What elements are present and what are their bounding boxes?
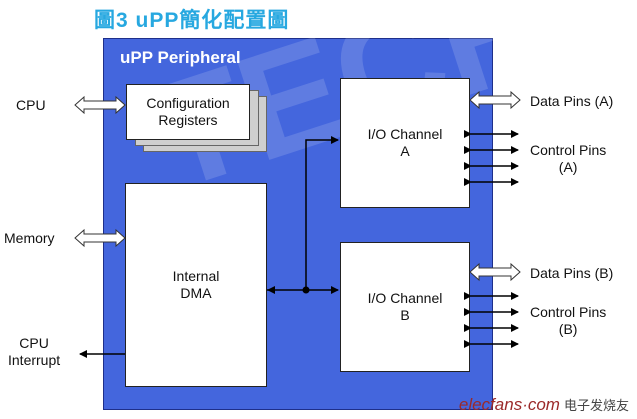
- internal-dma-block: Internal DMA: [125, 183, 267, 387]
- cpu-bidir-arrow: [74, 95, 126, 115]
- cpu-interrupt-label: CPU Interrupt: [8, 335, 61, 368]
- memory-bidir-arrow: [74, 228, 126, 248]
- data-pins-a-bidir-arrow: [469, 90, 521, 110]
- io-channel-a-label: I/O Channel A: [367, 126, 443, 159]
- bus-junction-dot: [302, 286, 310, 294]
- config-registers-block: Configuration Registers: [126, 84, 250, 140]
- peripheral-label: uPP Peripheral: [120, 48, 241, 67]
- cpu-label: CPU: [16, 97, 46, 113]
- data-pins-b-label: Data Pins (B): [530, 265, 614, 281]
- watermark-cn: 电子发烧友: [563, 398, 629, 413]
- control-pins-a-label: Control Pins (A): [530, 142, 607, 175]
- internal-dma-label: Internal DMA: [172, 268, 220, 301]
- bus-to-channel-a: [305, 136, 339, 290]
- control-pins-b-label: Control Pins (B): [530, 304, 607, 337]
- data-pins-b-bidir-arrow: [469, 262, 521, 282]
- io-channel-a-block: I/O Channel A: [340, 78, 470, 208]
- config-registers-label: Configuration Registers: [146, 95, 230, 128]
- watermark-site: elecfans·com: [458, 395, 560, 414]
- memory-label: Memory: [4, 230, 55, 246]
- dma-left-arrowhead: [267, 286, 275, 294]
- io-channel-b-label: I/O Channel B: [367, 290, 443, 323]
- figure-title: 圖3 uPP簡化配置圖: [94, 9, 290, 32]
- data-pins-a-label: Data Pins (A): [530, 93, 614, 109]
- io-channel-b-block: I/O Channel B: [340, 242, 470, 372]
